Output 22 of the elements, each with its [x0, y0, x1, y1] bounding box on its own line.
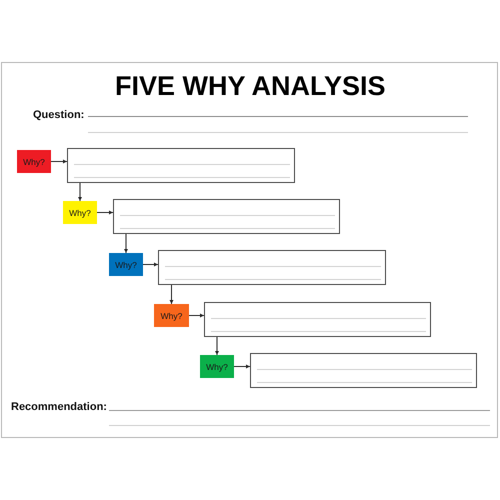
- answer-box: [113, 199, 340, 234]
- title: FIVE WHY ANALYSIS: [115, 71, 386, 101]
- arrow: [188, 314, 204, 318]
- why-box: Why?: [109, 253, 143, 276]
- arrow: [50, 160, 68, 164]
- field-label: Recommendation:: [11, 400, 107, 414]
- arrow: [78, 182, 82, 202]
- why-box: Why?: [17, 150, 51, 173]
- arrow: [124, 234, 128, 254]
- answer-box: [204, 302, 431, 337]
- why-box: Why?: [200, 355, 234, 378]
- arrow: [96, 210, 114, 214]
- why-box: Why?: [154, 304, 189, 327]
- arrow: [215, 336, 219, 356]
- arrow: [142, 262, 158, 266]
- why-box: Why?: [63, 201, 97, 224]
- answer-box: [250, 353, 477, 388]
- field-label: Question:: [33, 108, 84, 122]
- answer-box: [67, 148, 295, 183]
- answer-box: [158, 250, 386, 285]
- arrow: [234, 364, 250, 368]
- arrow: [170, 284, 174, 304]
